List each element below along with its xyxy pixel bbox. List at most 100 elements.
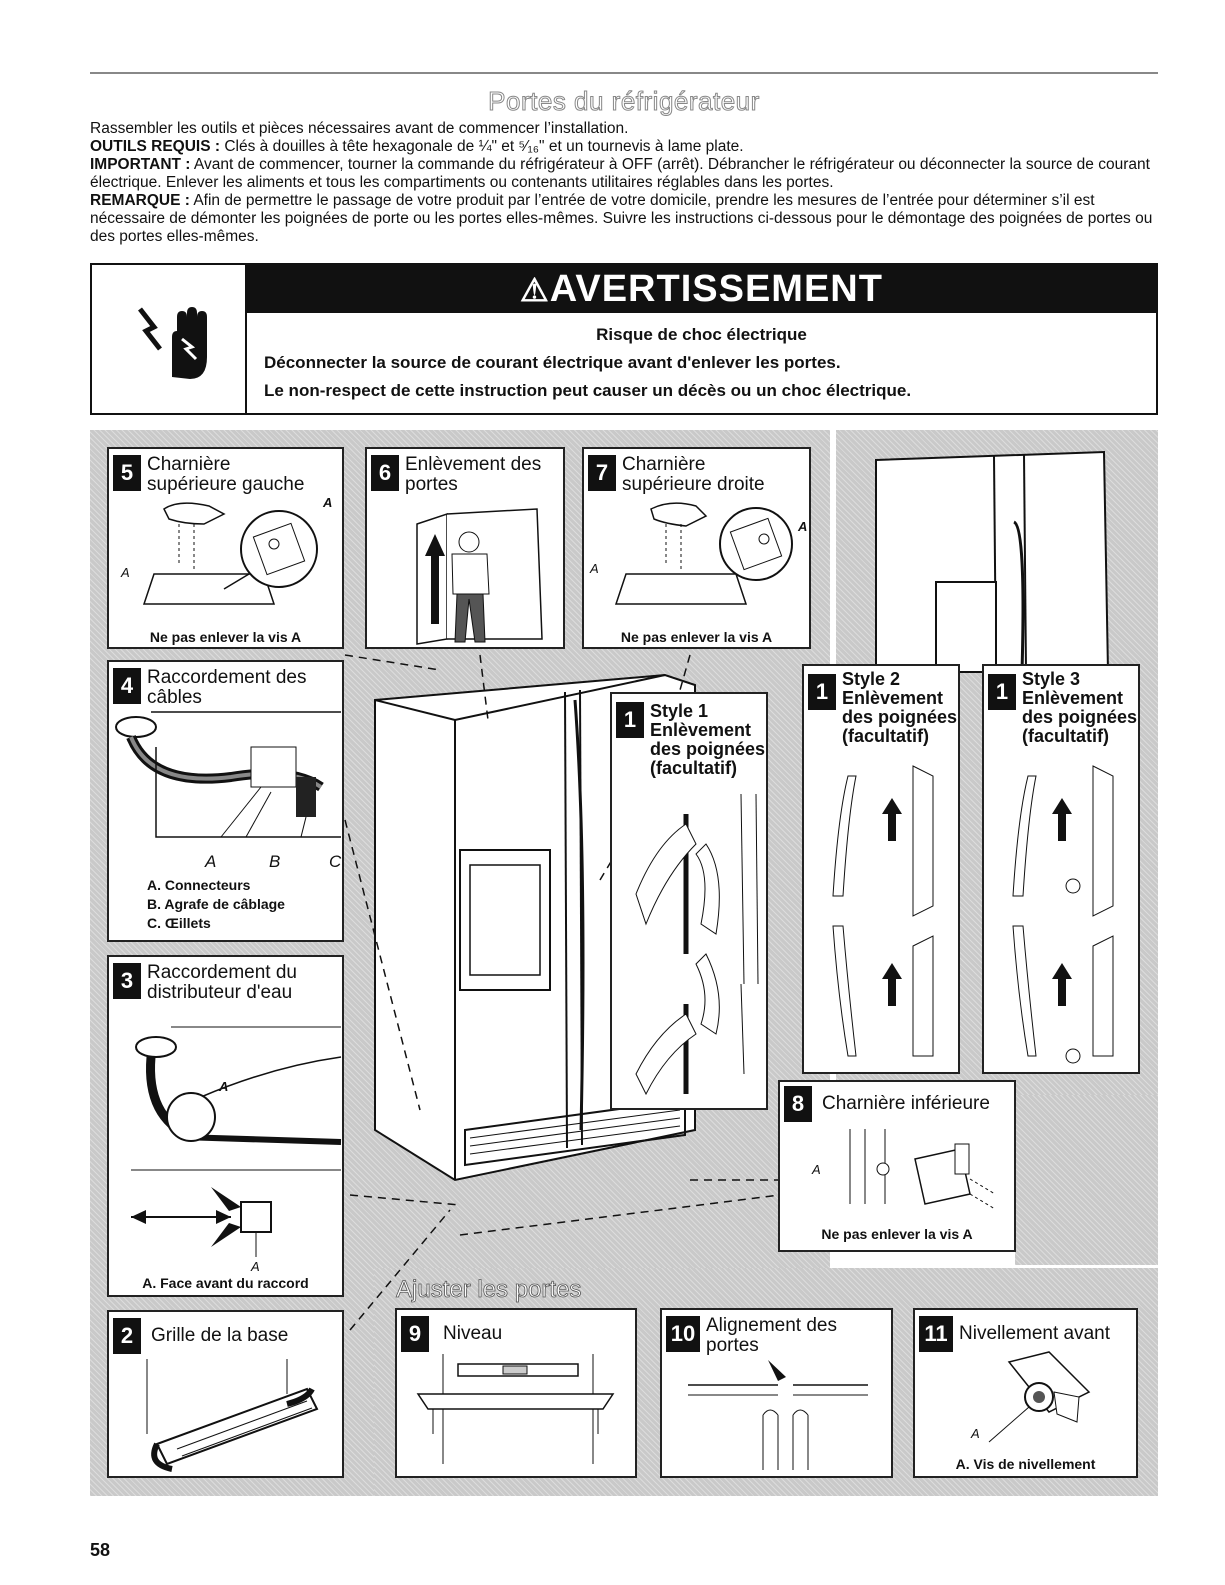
step-title-line-1: Charnière [147,454,231,475]
step-number: 1 [808,674,836,710]
step-8-panel: 8 Charnière inférieure A Ne pas enlever … [778,1080,1016,1252]
label-a: A [812,1162,821,1177]
label-c: C [329,852,342,871]
step-title-line-1: Raccordement des [147,667,307,688]
step-6-panel: 6 Enlèvement des portes [365,447,565,649]
step-8-caption: Ne pas enlever la vis A [821,1226,973,1242]
step-2-panel: 2 Grille de la base [107,1310,344,1478]
step-title-line-1: Charnière [622,454,706,475]
step-title: Charnière inférieure [822,1093,990,1114]
warning-line-1: Déconnecter la source de courant électri… [264,353,841,372]
step-title: Grille de la base [151,1325,289,1346]
level-illustration [416,1354,615,1464]
step-title-line-2: Enlèvement [650,720,752,740]
note-paragraph: REMARQUE : Afin de permettre le passage … [90,192,1160,246]
step-title-line-2: distributeur d'eau [147,982,293,1003]
handle-style-1-illustration [635,793,759,1096]
note-text: Afin de permettre le passage de votre pr… [90,192,1153,245]
label-a-left: A [121,565,130,580]
bottom-hinge-illustration [849,1129,996,1210]
label-a-top: A [219,1079,229,1094]
wire-connection-illustration [115,711,341,838]
label-a-top: A [798,519,808,534]
note-label: REMARQUE : [90,192,190,209]
step-title-line-1: Style 1 [650,701,709,721]
step-7-caption: Ne pas enlever la vis A [620,629,773,645]
step-number: 1 [616,702,644,738]
step-title-line-2: supérieure droite [622,474,765,495]
step-title-line-2: portes [405,474,458,495]
intro-text: Rassembler les outils et pièces nécessai… [90,120,1160,246]
step-title-line-4: (facultatif) [1022,726,1109,746]
step-3-legend: A. Face avant du raccord [142,1275,309,1291]
warning-heading-bar: ⚠AVERTISSEMENT [247,265,1156,313]
step-9-panel: 9 Niveau [395,1308,637,1478]
step-title-line-1: Alignement des [706,1315,837,1336]
step-5-panel: 5 Charnière supérieure gauche A A Ne pas… [107,447,344,649]
tools-text: Clés à douilles à tête hexagonale de ¼" … [224,138,744,155]
step-number: 2 [113,1318,141,1354]
base-grille-illustration [146,1359,319,1472]
legend-line-3: C. Œillets [147,915,211,931]
step-title-line-3: des poignées [650,739,766,759]
step-title-line-2: portes [706,1335,759,1356]
step-title-line-4: (facultatif) [650,758,737,778]
step-title-line-3: des poignées [842,707,958,727]
step-10-panel: 10 Alignement des portes [660,1308,893,1478]
front-leveling-illustration [988,1351,1091,1443]
legend-line-1: A. Connecteurs [147,877,251,893]
water-connection-illustration [131,1026,342,1257]
handle-style-2-illustration [832,765,934,1057]
step-number: 1 [988,674,1016,710]
step-title: Nivellement avant [959,1323,1111,1344]
step-11-panel: 11 Nivellement avant A A. Vis de nivelle… [913,1308,1138,1478]
label-a: A [205,852,217,871]
label-a-top: A [323,495,333,510]
step-1-style-2-panel: 1 Style 2 Enlèvement des poignées (facul… [802,664,960,1074]
label-a-left: A [590,561,599,576]
right-lower-gray [1015,1095,1158,1265]
step-number: 10 [666,1316,700,1352]
tools-paragraph: OUTILS REQUIS : Clés à douilles à tête h… [90,138,1160,156]
left-top-hinge-illustration [142,502,318,605]
important-text: Avant de commencer, tourner la commande … [90,156,1150,191]
electric-shock-hand-icon [138,307,207,379]
step-number: 7 [588,455,616,491]
tools-label: OUTILS REQUIS : [90,138,221,155]
step-title-line-2: Enlèvement [842,688,944,708]
step-title-line-4: (facultatif) [842,726,929,746]
step-title-line-3: des poignées [1022,707,1138,727]
step-title-line-1: Raccordement du [147,962,297,983]
step-number: 4 [113,668,141,704]
step-title-line-1: Style 2 [842,669,901,689]
step-5-caption: Ne pas enlever la vis A [149,629,302,645]
step-title-line-2: Enlèvement [1022,688,1124,708]
warning-heading: AVERTISSEMENT [549,268,883,310]
page-title: Portes du réfrigérateur [488,86,760,117]
important-paragraph: IMPORTANT : Avant de commencer, tourner … [90,156,1160,192]
label-a: A [971,1426,980,1441]
step-1-style-1-panel: 1 Style 1 Enlèvement des poignées (facul… [610,692,768,1110]
step-title-line-1: Enlèvement des [405,454,542,475]
step-number: 6 [371,455,399,491]
legend-line-2: B. Agrafe de câblage [147,896,285,912]
warning-box: ⚠AVERTISSEMENT Risque de choc électrique… [90,263,1158,415]
step-title-line-2: supérieure gauche [147,474,305,495]
step-title-line-2: câbles [147,687,202,708]
step-4-panel: 4 Raccordement des câbles A B C A. Conne… [107,660,344,942]
adjust-heading: Ajuster les portes [396,1276,582,1304]
step-title-line-1: Style 3 [1022,669,1081,689]
warning-triangle-icon: ⚠ [520,272,550,308]
step-number: 5 [113,455,141,491]
label-b: B [269,852,281,871]
intro-line: Rassembler les outils et pièces nécessai… [90,120,629,137]
refrigerator-top-illustration [875,450,1110,673]
step-1-style-3-panel: 1 Style 3 Enlèvement des poignées (facul… [982,664,1140,1074]
warning-icon-cell [92,265,247,413]
step-number: 11 [919,1316,953,1352]
important-label: IMPORTANT : [90,156,191,173]
step-3-panel: 3 Raccordement du distributeur d'eau A A… [107,955,344,1297]
door-alignment-illustration [688,1360,868,1470]
warning-hazard: Risque de choc électrique [596,325,807,344]
